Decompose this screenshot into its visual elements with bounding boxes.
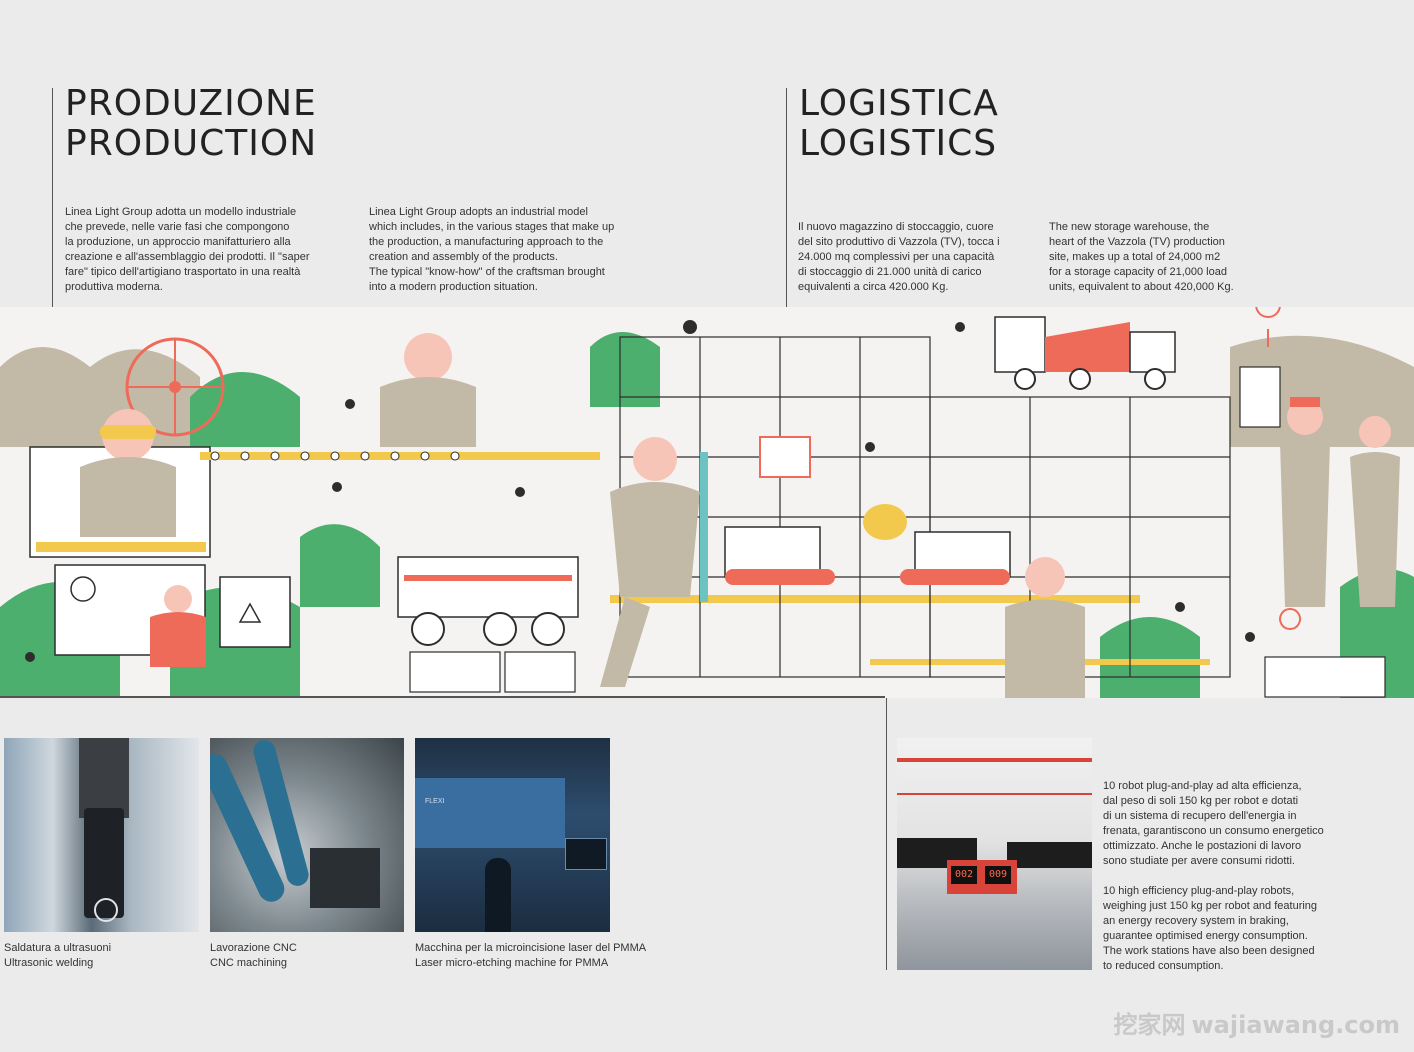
logistics-bottom-divider: [886, 698, 887, 970]
production-text-it: Linea Light Group adotta un modello indu…: [65, 206, 310, 293]
map-pin-icon: [1279, 608, 1302, 630]
caption-laser-machine: Macchina per la microincisione laser del…: [415, 942, 647, 969]
photo-ultrasonic-welding: [4, 738, 199, 932]
photo-cnc-machining: [210, 738, 404, 932]
logistics-text-it: Il nuovo magazzino di stoccaggio, cuore …: [798, 221, 1000, 293]
logistics-title: LOGISTICA LOGISTICS: [799, 84, 999, 164]
logistics-text-en: The new storage warehouse, the heart of …: [1049, 221, 1234, 293]
machine-brand-label: FLEXI: [425, 798, 445, 805]
caption-ultrasonic-welding: Saldatura a ultrasuoni Ultrasonic weldin…: [4, 942, 112, 969]
robot-counter-2: 009: [985, 866, 1011, 884]
photo-laser-machine: FLEXI: [415, 738, 610, 932]
robot-text-en: 10 high efficiency plug-and-play robots,…: [1103, 885, 1318, 972]
logistics-divider: [786, 88, 787, 308]
green-hill: [190, 372, 300, 447]
green-hill: [300, 524, 380, 607]
green-hill: [590, 332, 660, 407]
logistics-title-en: LOGISTICS: [799, 123, 998, 164]
production-title-en: PRODUCTION: [65, 123, 318, 164]
logistics-title-it: LOGISTICA: [799, 83, 999, 124]
robot-text-it: 10 robot plug-and-play ad alta efficienz…: [1103, 780, 1324, 867]
green-hill: [1100, 617, 1200, 698]
robot-counter-1: 002: [951, 866, 977, 884]
production-title: PRODUZIONE PRODUCTION: [65, 84, 317, 164]
production-title-it: PRODUZIONE: [65, 83, 317, 124]
map-pin-icon: [1255, 307, 1281, 347]
factory-illustration: [0, 307, 1414, 698]
production-text-en: Linea Light Group adopts an industrial m…: [369, 206, 615, 293]
caption-cnc-machining: Lavorazione CNC CNC machining: [210, 942, 297, 969]
photo-robot-warehouse: 002 009: [897, 738, 1092, 970]
production-divider: [52, 88, 53, 308]
